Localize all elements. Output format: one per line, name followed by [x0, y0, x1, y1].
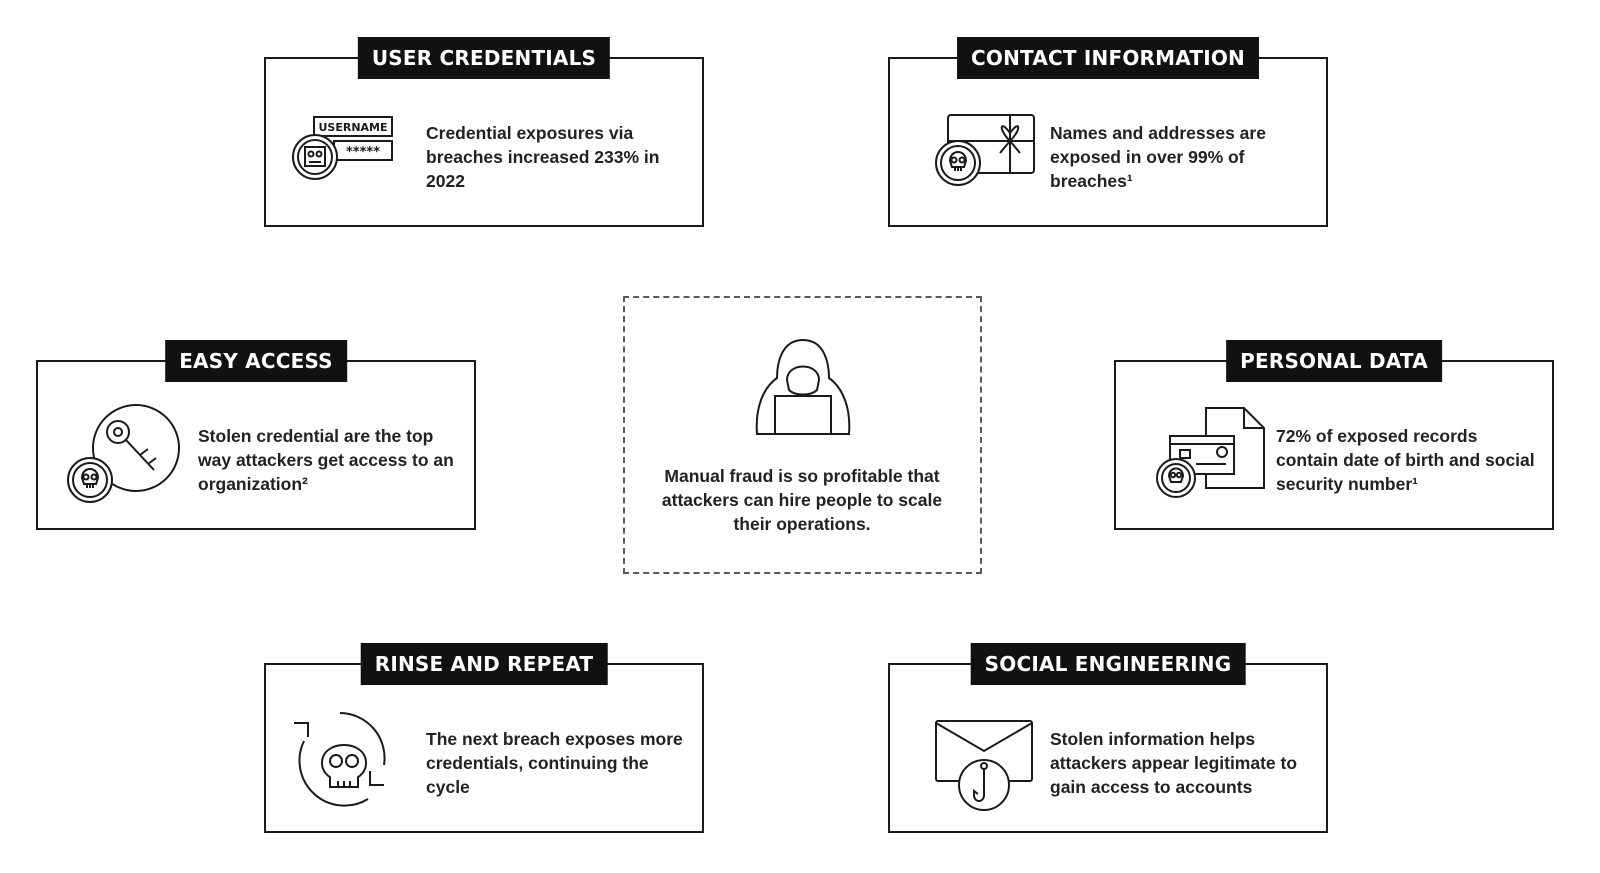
card-description: Stolen credential are the top way attack… — [198, 426, 454, 494]
card-user-credentials: USER CREDENTIALS USERNAME ***** Credenti… — [264, 37, 704, 227]
card-title: USER CREDENTIALS — [357, 37, 611, 79]
card-description: Names and addresses are exposed in over … — [1050, 123, 1266, 191]
card-rinse-and-repeat: RINSE AND REPEAT The next breach exposes… — [264, 643, 704, 833]
phishing-email-icon — [910, 711, 1028, 811]
card-easy-access: EASY ACCESS Stolen credential are the to… — [36, 340, 476, 530]
credentials-icon: USERNAME ***** — [286, 105, 404, 205]
card-title: SOCIAL ENGINEERING — [970, 643, 1246, 685]
card-description: The next breach exposes more credentials… — [426, 729, 683, 797]
hooded-hacker-icon — [751, 338, 855, 438]
svg-text:*****: ***** — [346, 145, 380, 160]
card-title: EASY ACCESS — [165, 340, 347, 382]
center-box: Manual fraud is so profitable that attac… — [623, 296, 982, 574]
card-title: PERSONAL DATA — [1226, 340, 1442, 382]
svg-text:USERNAME: USERNAME — [318, 121, 387, 134]
card-contact-information: CONTACT INFORMATION Names and addresses … — [888, 37, 1328, 227]
card-title: RINSE AND REPEAT — [360, 643, 608, 685]
card-social-engineering: SOCIAL ENGINEERING Stolen information he… — [888, 643, 1328, 833]
card-description: Credential exposures via breaches increa… — [426, 123, 660, 191]
center-description: Manual fraud is so profitable that attac… — [661, 466, 943, 534]
cycle-skull-icon — [286, 711, 404, 811]
id-document-icon — [1136, 408, 1254, 508]
card-title: CONTACT INFORMATION — [957, 37, 1259, 79]
card-description: Stolen information helps attackers appea… — [1050, 729, 1298, 797]
card-personal-data: PERSONAL DATA 72% of exposed records con… — [1114, 340, 1554, 530]
gift-package-icon — [910, 105, 1028, 205]
key-icon — [58, 408, 176, 508]
card-description: 72% of exposed records contain date of b… — [1276, 426, 1535, 494]
